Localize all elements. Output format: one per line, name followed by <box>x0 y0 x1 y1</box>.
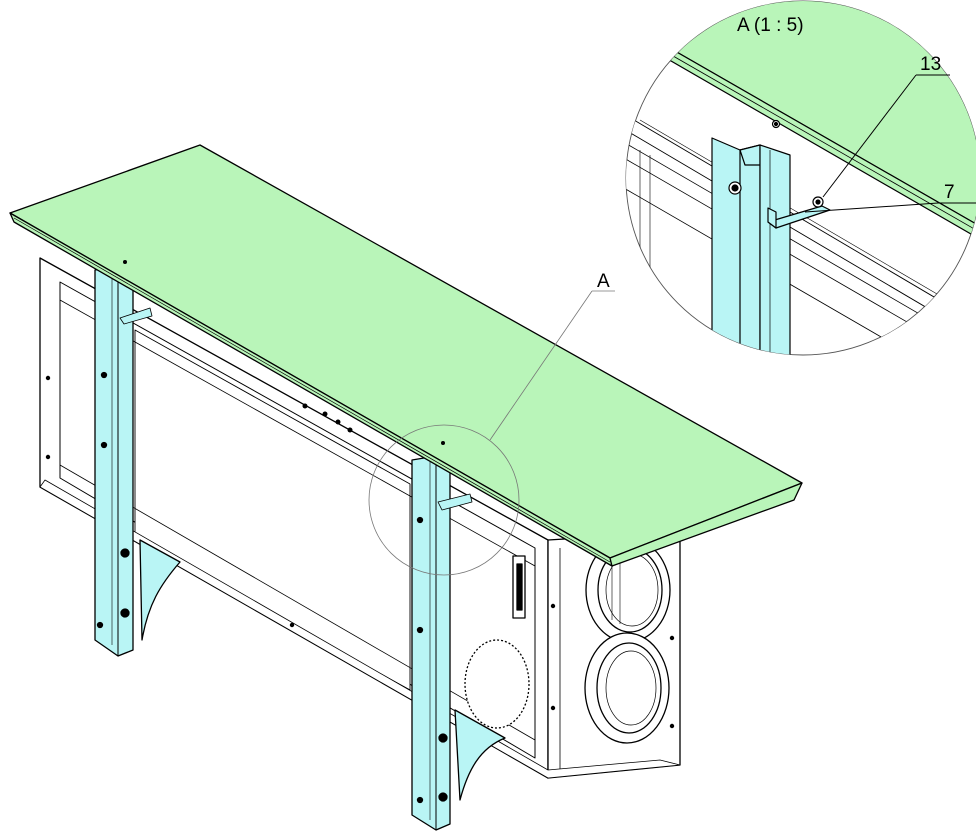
duct-connector-upper <box>585 537 671 643</box>
detail-a-marker-label: A <box>597 271 610 292</box>
unit-rail-top <box>59 299 536 567</box>
detail-view-title: A (1 : 5) <box>737 15 804 36</box>
callout-13-leader <box>822 74 917 198</box>
foot-bracket-right <box>454 709 506 801</box>
callout-7-leader <box>804 202 939 213</box>
roof-panel <box>9 144 803 567</box>
support-leg-left <box>94 265 153 657</box>
unit-screws <box>45 375 675 729</box>
detail-support-leg <box>711 137 761 355</box>
service-hatch <box>464 639 530 729</box>
duct-connector-lower <box>584 632 670 744</box>
detail-a-marker-circle <box>368 424 520 576</box>
unit-bottom-edge <box>39 479 681 779</box>
main-view <box>9 144 803 831</box>
detail-roof-panel <box>626 1 976 233</box>
foot-bracket-left <box>139 539 181 641</box>
detail-a-leader <box>489 290 593 441</box>
callout-7-label: 7 <box>944 182 955 203</box>
roof-panel-end-lip <box>609 482 803 567</box>
callout-13-label: 13 <box>920 54 941 75</box>
support-leg-right <box>411 455 473 831</box>
unit-rail-bottom <box>59 464 536 741</box>
